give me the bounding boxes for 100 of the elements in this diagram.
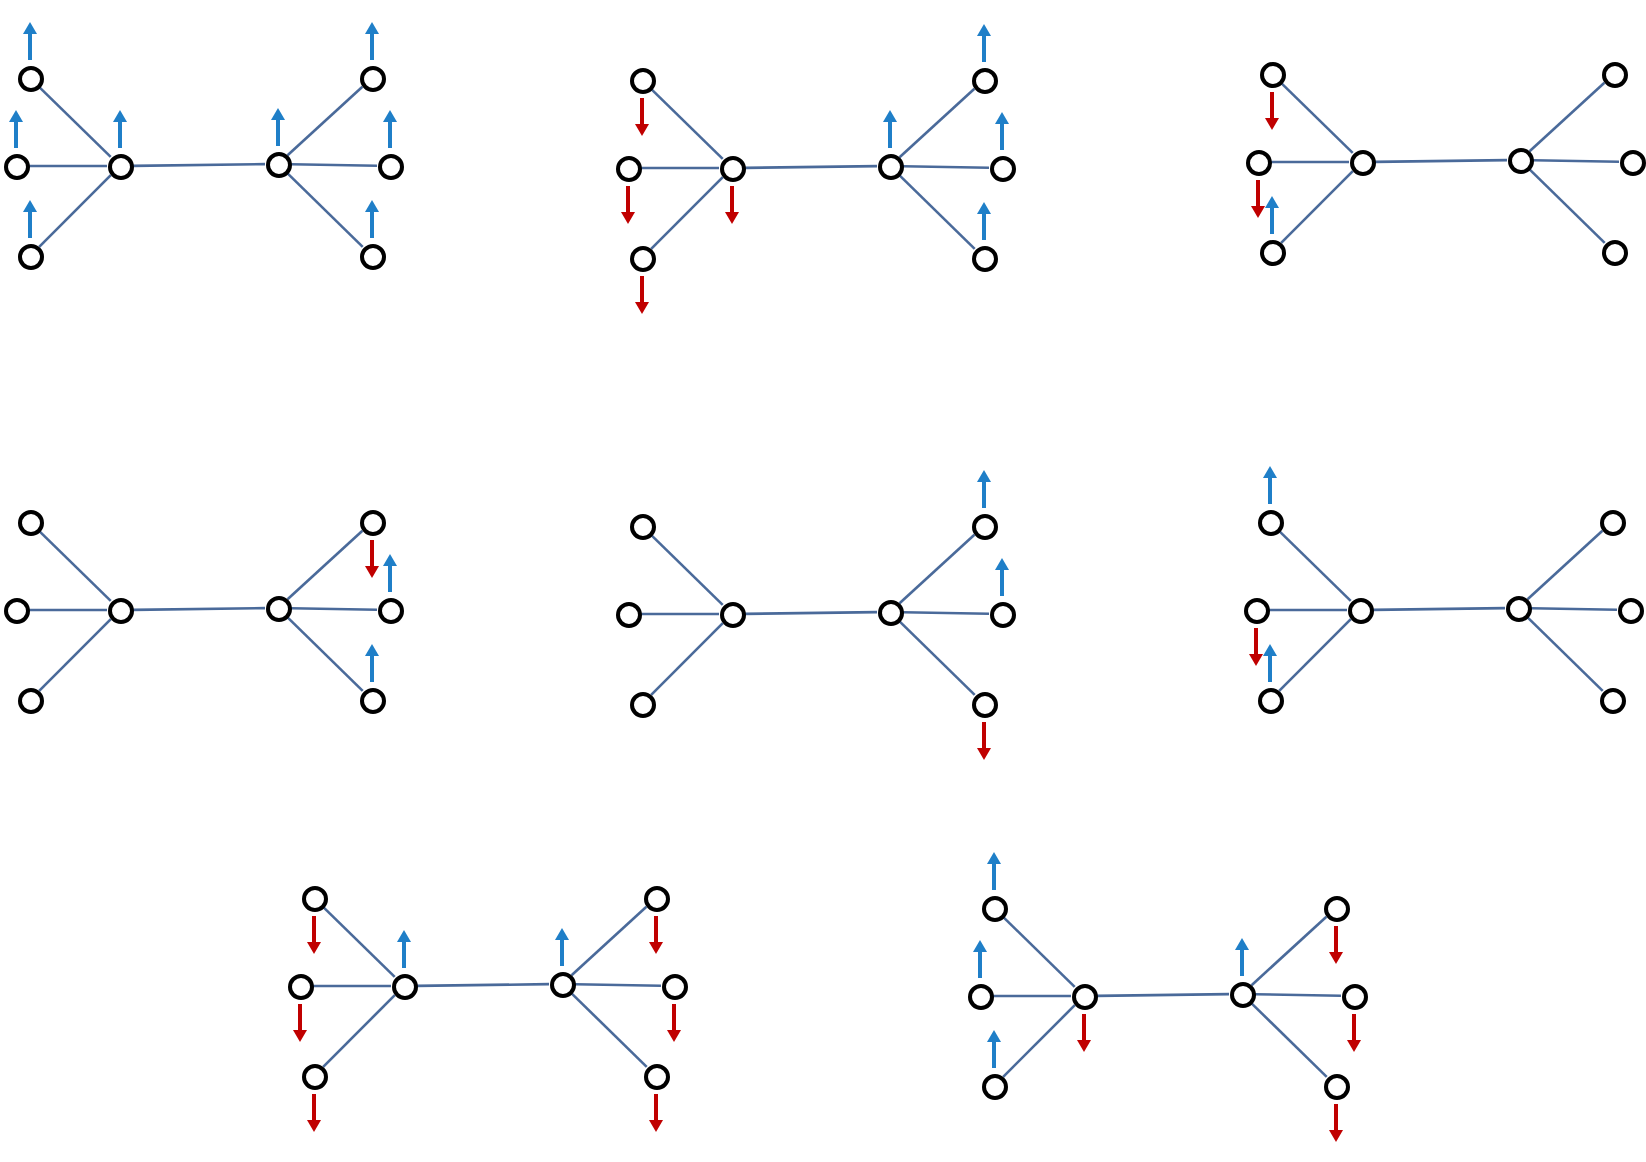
edge-line	[133, 606, 265, 612]
node-circle	[17, 687, 43, 713]
node-circle	[1259, 239, 1285, 265]
edge-line	[570, 992, 648, 1068]
node-circle	[1601, 61, 1627, 87]
edge-line	[1254, 992, 1342, 998]
edge-line	[898, 533, 976, 605]
edge-line	[133, 162, 265, 168]
edge-line	[322, 994, 396, 1068]
edge-line	[1250, 1002, 1328, 1078]
node-circle	[629, 67, 655, 93]
edge-line	[29, 608, 107, 612]
edge-line	[898, 87, 976, 159]
node-circle	[1349, 149, 1375, 175]
node-circle	[1507, 147, 1533, 173]
node-circle	[877, 153, 903, 179]
node-circle	[377, 153, 403, 179]
node-circle	[1617, 597, 1643, 623]
edge-line	[38, 174, 112, 248]
edge-line	[1280, 82, 1354, 154]
edge-line	[286, 616, 364, 692]
node-circle	[287, 973, 313, 999]
edge-line	[650, 88, 724, 160]
edge-line	[1530, 606, 1618, 612]
edge-line	[902, 164, 990, 170]
edge-line	[1250, 915, 1328, 987]
edge-line	[322, 906, 396, 978]
edge-line	[1373, 606, 1505, 612]
node-circle	[981, 895, 1007, 921]
edge-line	[902, 610, 990, 616]
edge-line	[38, 530, 112, 602]
node-circle	[1347, 597, 1373, 623]
node-circle	[1323, 895, 1349, 921]
node-circle	[1323, 1073, 1349, 1099]
edge-line	[286, 85, 364, 157]
node-circle	[107, 597, 133, 623]
edge-line	[570, 905, 648, 977]
edge-line	[1269, 608, 1347, 612]
node-circle	[1259, 61, 1285, 87]
node-circle	[971, 513, 997, 539]
edge-line	[1526, 529, 1604, 601]
node-circle	[549, 971, 575, 997]
edge-line	[650, 534, 724, 606]
node-circle	[1071, 983, 1097, 1009]
edge-line	[1278, 618, 1352, 692]
node-circle	[1619, 149, 1645, 175]
edge-line	[1528, 168, 1606, 244]
edge-line	[1097, 992, 1229, 998]
node-circle	[719, 601, 745, 627]
node-circle	[971, 245, 997, 271]
edge-line	[1528, 81, 1606, 153]
node-circle	[629, 513, 655, 539]
edge-line	[641, 166, 719, 170]
node-circle	[1341, 983, 1367, 1009]
edge-line	[745, 610, 877, 616]
node-circle	[615, 601, 641, 627]
node-circle	[1245, 149, 1271, 175]
edge-line	[1375, 158, 1507, 164]
edge-line	[898, 620, 976, 696]
edge-line	[1526, 616, 1604, 692]
node-circle	[1601, 239, 1627, 265]
node-circle	[17, 509, 43, 535]
node-circle	[971, 691, 997, 717]
node-circle	[1257, 687, 1283, 713]
node-circle	[967, 983, 993, 1009]
node-circle	[981, 1073, 1007, 1099]
node-circle	[989, 155, 1015, 181]
node-circle	[265, 151, 291, 177]
edge-line	[286, 172, 364, 248]
node-circle	[989, 601, 1015, 627]
node-circle	[17, 65, 43, 91]
node-circle	[301, 1063, 327, 1089]
edge-line	[290, 162, 378, 168]
node-circle	[359, 509, 385, 535]
edge-line	[313, 984, 391, 988]
edge-line	[38, 86, 112, 158]
node-circle	[301, 885, 327, 911]
node-circle	[1599, 687, 1625, 713]
edge-line	[641, 612, 719, 616]
edge-line	[650, 622, 724, 696]
node-circle	[17, 243, 43, 269]
edge-line	[745, 164, 877, 170]
edge-line	[1002, 1004, 1076, 1078]
node-circle	[1257, 509, 1283, 535]
edge-line	[1271, 160, 1349, 164]
node-circle	[3, 153, 29, 179]
node-circle	[1599, 509, 1625, 535]
node-circle	[3, 597, 29, 623]
node-circle	[971, 67, 997, 93]
node-circle	[661, 973, 687, 999]
node-circle	[359, 687, 385, 713]
node-circle	[107, 153, 133, 179]
edge-line	[574, 982, 662, 988]
edge-line	[1002, 916, 1076, 988]
node-circle	[877, 599, 903, 625]
node-circle	[359, 65, 385, 91]
edge-line	[650, 176, 724, 250]
edge-line	[1278, 530, 1352, 602]
edge-line	[417, 982, 549, 988]
edge-line	[993, 994, 1071, 998]
